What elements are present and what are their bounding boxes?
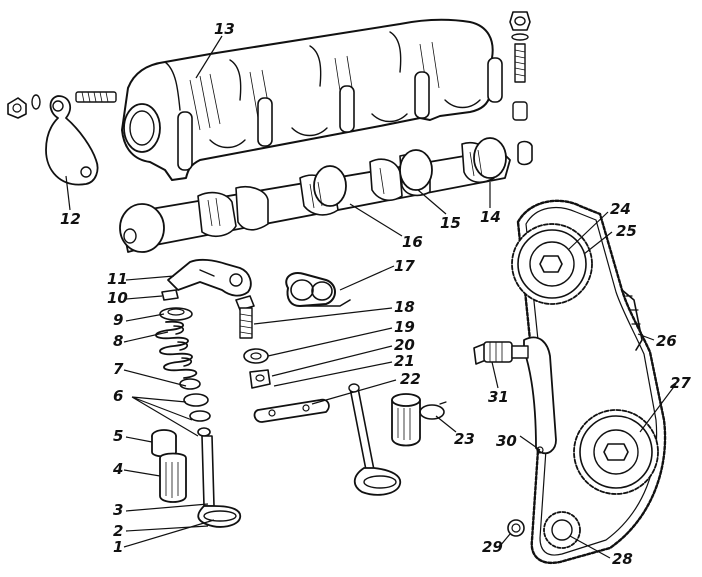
camshaft-housing [121, 18, 503, 181]
tensioner-shoe [523, 336, 557, 455]
callout-15: 15 [440, 214, 461, 232]
callout-24: 24 [610, 200, 631, 218]
callout-10: 10 [107, 289, 128, 307]
intermediate-sprocket [573, 409, 659, 495]
hydraulic-tappet [391, 393, 447, 447]
tensioner-spring [621, 289, 643, 351]
callout-23: 23 [454, 430, 475, 448]
exhaust-valve [197, 435, 242, 528]
leader-lines [65, 35, 677, 559]
callout-30: 30 [496, 432, 517, 450]
crankshaft-sprocket [543, 511, 581, 549]
intake-valve [348, 383, 402, 496]
callout-2: 2 [113, 522, 123, 540]
callout-13: 13 [214, 20, 235, 38]
tensioner-plunger [473, 341, 529, 365]
callout-21: 21 [394, 352, 415, 370]
callout-4: 4 [112, 460, 123, 478]
callout-29: 29 [482, 538, 503, 556]
callout-16: 16 [402, 233, 423, 251]
callout-8: 8 [113, 332, 123, 350]
rocker-adjuster [235, 295, 330, 423]
callout-7: 7 [113, 360, 124, 378]
sprocket-washer [507, 519, 525, 537]
callout-25: 25 [616, 222, 637, 240]
timing-belt [516, 199, 667, 565]
callout-11: 11 [107, 270, 128, 288]
callout-22: 22 [400, 370, 421, 388]
stud-and-nut [509, 11, 533, 166]
callout-20: 20 [394, 336, 415, 354]
rocker-arm [167, 258, 252, 297]
callout-19: 19 [394, 318, 415, 336]
camshaft-sprocket [511, 223, 593, 305]
thrust-plate [7, 91, 117, 186]
callout-18: 18 [394, 298, 415, 316]
valve-keepers [159, 289, 193, 321]
callout-6: 6 [113, 387, 123, 405]
spring-clip [285, 272, 351, 307]
valve-guide [151, 429, 187, 503]
valve-springs [155, 320, 198, 379]
callout-labels: 1 2 3 4 5 6 7 8 9 10 11 12 13 14 15 16 1… [60, 20, 691, 568]
callout-3: 3 [113, 501, 123, 519]
camshaft [119, 137, 511, 253]
spring-seats [179, 378, 211, 437]
callout-1: 1 [113, 538, 123, 556]
callout-17: 17 [394, 257, 415, 275]
callout-27: 27 [670, 374, 691, 392]
callout-14: 14 [480, 208, 501, 226]
callout-5: 5 [113, 427, 123, 445]
callout-31: 31 [488, 388, 509, 406]
callout-12: 12 [60, 210, 81, 228]
callout-26: 26 [656, 332, 677, 350]
callout-28: 28 [612, 550, 633, 568]
callout-9: 9 [113, 311, 123, 329]
